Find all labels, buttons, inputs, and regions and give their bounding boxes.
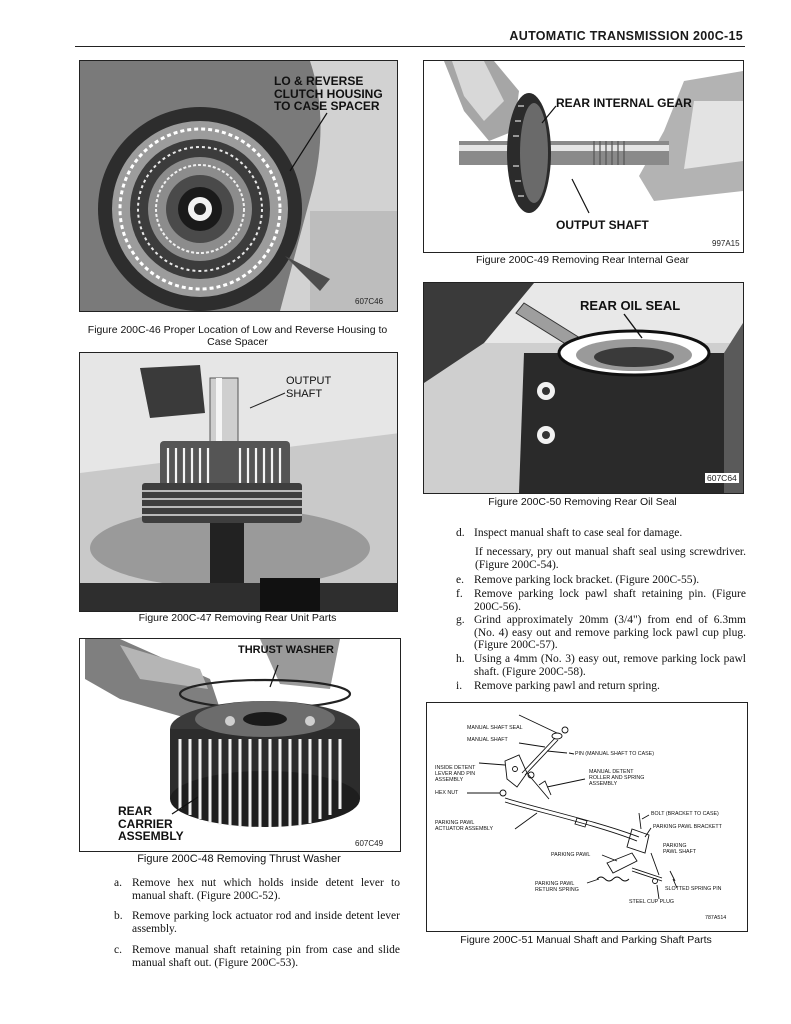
caption-200c-51: Figure 200C-51 Manual Shaft and Parking …	[460, 934, 712, 946]
caption-200c-49: Figure 200C-49 Removing Rear Internal Ge…	[475, 254, 690, 266]
label-parking-pawl-actuator: PARKING PAWL ACTUATOR ASSEMBLY	[435, 820, 493, 832]
step-e: e. Remove parking lock bracket. (Figure …	[456, 574, 746, 588]
caption-200c-48: Figure 200C-48 Removing Thrust Washer	[137, 853, 341, 865]
step-b: b. Remove parking lock actuator rod and …	[114, 910, 400, 938]
running-head: AUTOMATIC TRANSMISSION 200C-15	[509, 29, 743, 43]
step-f: f. Remove parking lock pawl shaft retain…	[456, 588, 746, 616]
step-marker: f.	[456, 588, 463, 600]
label-parking-pawl: PARKING PAWL	[551, 852, 591, 858]
caption-200c-46: Figure 200C-46 Proper Location of Low an…	[87, 324, 388, 348]
callout-output-shaft: OUTPUT SHAFT	[286, 375, 332, 400]
rear-internal-gear-photo	[424, 61, 743, 252]
step-text: Using a 4mm (No. 3) easy out, remove par…	[474, 653, 746, 678]
figure-200c-48: THRUST WASHER REAR CARRIER ASSEMBLY 607C…	[79, 638, 401, 852]
step-marker: g.	[456, 614, 465, 626]
figure-code: 607C49	[355, 839, 384, 848]
page-header: AUTOMATIC TRANSMISSION 200C-15	[75, 28, 745, 47]
label-manual-shaft: MANUAL SHAFT	[467, 737, 508, 743]
callout-rear-oil-seal: REAR OIL SEAL	[580, 298, 681, 313]
step-text: Remove manual shaft retaining pin from c…	[132, 944, 400, 969]
label-manual-shaft-seal: MANUAL SHAFT SEAL	[467, 725, 523, 731]
label-slotted-spring-pin: SLOTTED SPRING PIN	[665, 886, 722, 892]
step-text: Grind approximately 20mm (3/4") from end…	[474, 614, 746, 652]
step-text: Inspect manual shaft to case seal for da…	[474, 527, 683, 539]
step-marker: d.	[456, 527, 465, 539]
label-bolt: BOLT (BRACKET TO CASE)	[651, 811, 719, 817]
figure-200c-46: LO & REVERSE CLUTCH HOUSING TO CASE SPAC…	[79, 60, 398, 312]
figure-200c-51: MANUAL SHAFT SEAL MANUAL SHAFT PIN (MANU…	[426, 702, 748, 932]
label-steel-cup-plug: STEEL CUP PLUG	[629, 899, 675, 905]
figure-200c-49: REAR INTERNAL GEAR OUTPUT SHAFT 997A15	[423, 60, 744, 253]
step-text: Remove parking lock pawl shaft retaining…	[474, 588, 746, 613]
step-marker: b.	[114, 910, 123, 922]
label-hex-nut: HEX NUT	[435, 790, 459, 796]
caption-200c-47: Figure 200C-47 Removing Rear Unit Parts	[138, 612, 337, 624]
rear-oil-seal-photo	[424, 283, 743, 493]
callout-rear-carrier: REAR CARRIER ASSEMBLY	[118, 804, 184, 843]
step-d-note: If necessary, pry out manual shaft seal …	[475, 546, 746, 571]
callout-rear-internal-gear: REAR INTERNAL GEAR	[556, 96, 692, 110]
label-pin: PIN (MANUAL SHAFT TO CASE)	[575, 751, 654, 757]
step-text: Remove parking lock bracket. (Figure 200…	[474, 574, 700, 586]
figure-200c-47: OUTPUT SHAFT	[79, 352, 398, 612]
step-marker: a.	[114, 877, 122, 889]
caption-200c-50: Figure 200C-50 Removing Rear Oil Seal	[488, 496, 677, 508]
step-text: Remove parking lock actuator rod and ins…	[132, 910, 400, 935]
label-manual-detent-roller: MANUAL DETENT ROLLER AND SPRING ASSEMBLY	[589, 769, 645, 787]
step-c: c. Remove manual shaft retaining pin fro…	[114, 944, 400, 972]
label-parking-pawl-return-spring: PARKING PAWL RETURN SPRING	[535, 881, 579, 893]
label-inside-detent-lever: INSIDE DETENT LEVER AND PIN ASSEMBLY	[435, 765, 476, 783]
label-parking-pawl-shaft: PARKING PAWL SHAFT	[663, 843, 697, 855]
step-marker: e.	[456, 574, 464, 586]
step-d: d. Inspect manual shaft to case seal for…	[456, 527, 746, 541]
step-marker: c.	[114, 944, 122, 956]
label-parking-pawl-bracket: PARKING PAWL BRACKETT	[653, 824, 722, 830]
step-text: Remove parking pawl and return spring.	[474, 680, 660, 692]
figure-code: 607C64	[705, 473, 739, 483]
callout-lo-reverse-spacer: LO & REVERSE CLUTCH HOUSING TO CASE SPAC…	[274, 74, 383, 113]
step-text: Remove hex nut which holds inside detent…	[132, 877, 400, 902]
thrust-washer-photo	[80, 639, 400, 851]
figure-200c-50: REAR OIL SEAL 607C64	[423, 282, 744, 494]
rear-unit-photo	[80, 353, 397, 611]
figure-code: 787A514	[705, 915, 727, 921]
figure-code: 607C46	[355, 297, 384, 306]
figure-code: 997A15	[712, 239, 740, 248]
callout-thrust-washer: THRUST WASHER	[238, 644, 334, 656]
step-i: i. Remove parking pawl and return spring…	[456, 680, 746, 694]
step-marker: h.	[456, 653, 465, 665]
step-h: h. Using a 4mm (No. 3) easy out, remove …	[456, 653, 746, 681]
callout-output-shaft: OUTPUT SHAFT	[556, 218, 649, 232]
step-marker: i.	[456, 680, 463, 692]
manual-shaft-parts-diagram	[427, 703, 747, 931]
step-a: a. Remove hex nut which holds inside det…	[114, 877, 400, 905]
clutch-housing-photo	[80, 61, 397, 311]
step-g: g. Grind approximately 20mm (3/4") from …	[456, 614, 746, 656]
